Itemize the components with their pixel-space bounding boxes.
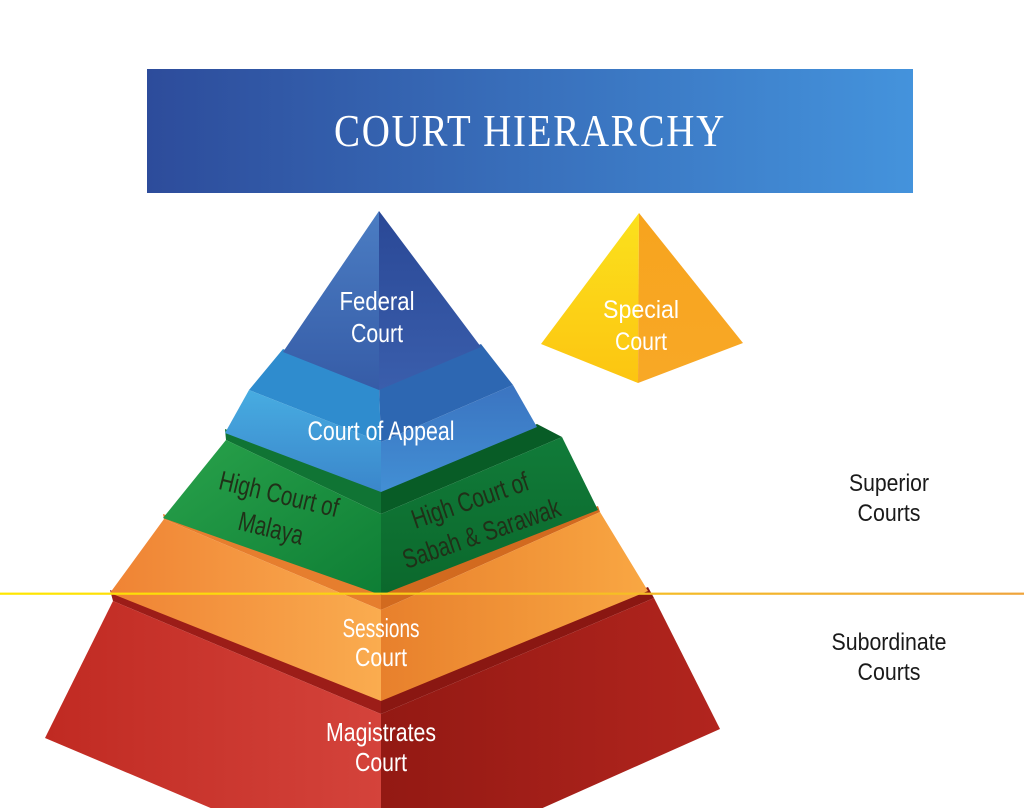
level-sessions-court <box>110 506 648 701</box>
magistrates-left-face <box>45 601 381 808</box>
appeal-top-surface-left <box>249 349 381 442</box>
subordinate-courts-label-line1: Subordinate <box>832 629 947 656</box>
special-court-label-line1: Special <box>603 296 679 324</box>
level-magistrates-court <box>45 587 720 808</box>
special-court-right-face <box>638 213 743 383</box>
appeal-left-face <box>225 390 381 492</box>
appeal-top-surface-right <box>379 344 513 442</box>
appeal-right-face <box>381 385 537 492</box>
sessions-left-face <box>110 519 381 701</box>
magistrates-court-label-line2: Court <box>355 747 408 777</box>
high-court-sabah-sarawak-face <box>381 437 598 595</box>
sessions-top-surface-left <box>163 514 381 610</box>
main-pyramid: Federal Court Court of Appeal High Court… <box>45 211 720 808</box>
special-court-label-line2: Court <box>615 328 667 356</box>
level-federal-court <box>283 211 481 390</box>
court-of-appeal-label: Court of Appeal <box>308 416 455 446</box>
subordinate-courts-label-line2: Courts <box>858 659 921 686</box>
high-court-top-surface-right <box>381 424 562 514</box>
magistrates-court-label-line1: Magistrates <box>326 717 436 747</box>
federal-left-face <box>283 211 379 390</box>
superior-courts-label-line1: Superior <box>849 470 929 497</box>
federal-court-label-line2: Court <box>351 318 404 348</box>
federal-right-face <box>379 211 481 390</box>
special-court-pyramid: Special Court <box>541 213 743 383</box>
federal-court-label-line1: Federal <box>340 286 415 316</box>
sessions-court-label-line2: Court <box>355 642 408 672</box>
level-high-courts <box>163 424 598 595</box>
sessions-right-face <box>381 512 648 701</box>
high-court-malaya-face <box>163 440 381 595</box>
superior-subordinate-divider-line <box>0 592 1024 595</box>
magistrates-right-face <box>381 598 720 808</box>
level-court-of-appeal <box>225 344 537 492</box>
magistrates-top-surface-right <box>381 587 654 714</box>
sessions-court-label-line1: Sessions <box>343 613 420 643</box>
magistrates-top-surface-left <box>110 590 381 714</box>
superior-courts-label-line2: Courts <box>858 500 921 527</box>
special-court-left-face <box>541 213 639 383</box>
high-court-top-surface-left <box>225 429 381 514</box>
side-annotations: Superior Courts Subordinate Courts <box>832 470 947 686</box>
sessions-top-surface-right <box>381 506 600 610</box>
page-title: COURT HIERARCHY <box>334 105 726 156</box>
title-banner <box>147 69 913 193</box>
